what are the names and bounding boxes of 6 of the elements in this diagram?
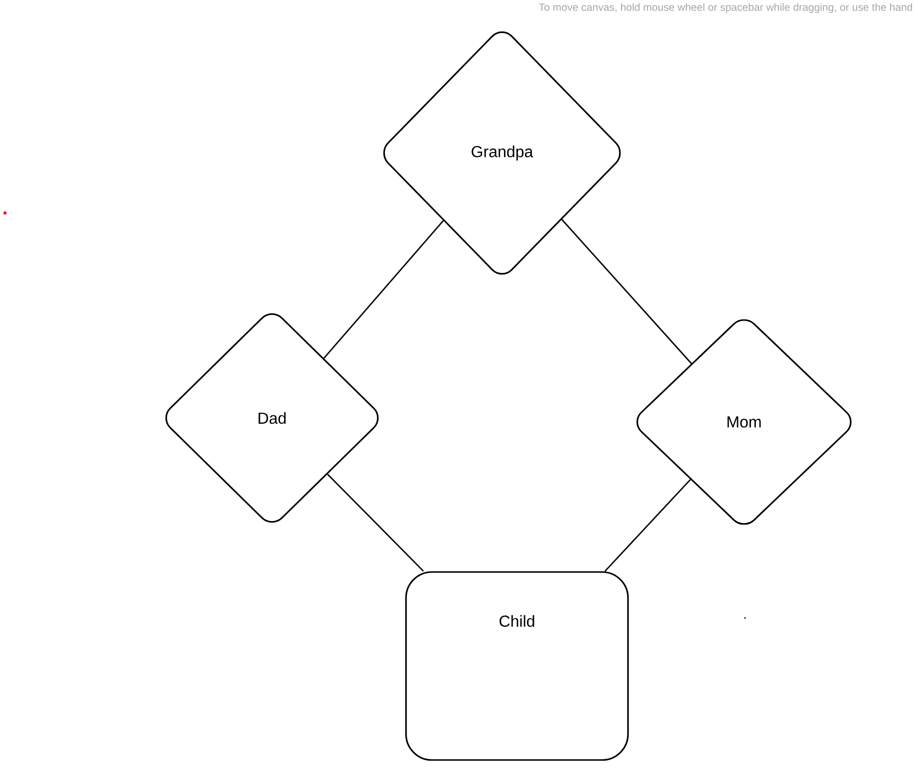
connector-line: [604, 479, 691, 572]
connector-line: [323, 220, 444, 359]
hint-text: To move canvas, hold mouse wheel or spacebar while dragging, or use the hand: [538, 3, 912, 13]
rounded-box: Child: [405, 571, 629, 761]
connector-line: [561, 219, 692, 364]
connector-line: [327, 474, 424, 572]
